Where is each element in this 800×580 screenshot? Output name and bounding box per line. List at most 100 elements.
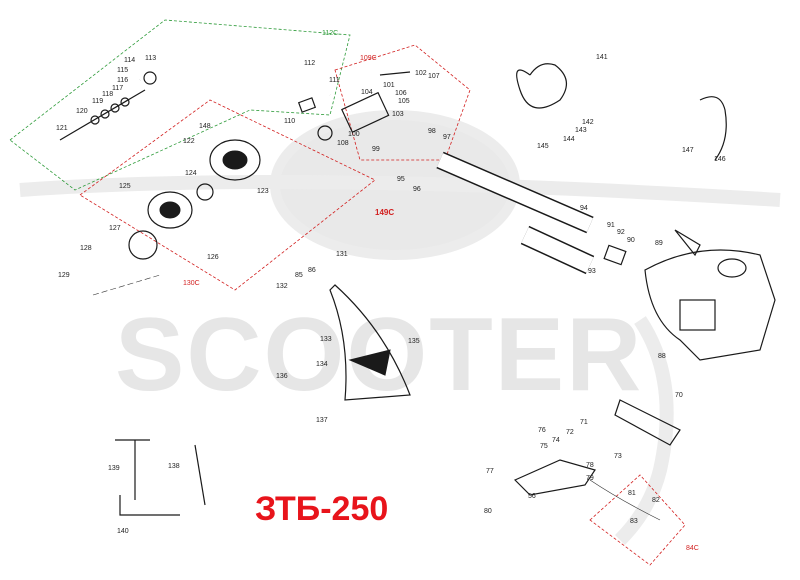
part-number: 95 [397, 176, 405, 183]
part-number: 121 [56, 125, 68, 132]
part-number: 108 [337, 140, 349, 147]
part-number: 88 [658, 353, 666, 360]
blade-hub [92, 230, 161, 296]
part-number: 105 [398, 98, 410, 105]
part-number: 124 [185, 170, 197, 177]
part-number: 110 [284, 118, 295, 125]
part-number: 78 [586, 462, 594, 469]
model-title: ЗТБ-250 [255, 490, 388, 528]
part-number: 106 [395, 90, 407, 97]
part-number: 119 [92, 98, 103, 105]
part-number: 120 [76, 108, 88, 115]
part-number: 74 [552, 437, 560, 444]
part-number: 79 [586, 475, 594, 482]
engine [644, 229, 776, 361]
part-number: 99 [372, 146, 380, 153]
group-112c-outline [9, 19, 351, 191]
part-number: 143 [575, 127, 587, 134]
part-number: 135 [408, 338, 420, 345]
drive-shaft [436, 151, 627, 275]
part-number: 138 [168, 463, 180, 470]
group-outlines [9, 19, 686, 566]
handle-bar [138, 50, 331, 113]
part-number: 122 [183, 138, 195, 145]
harness [516, 63, 727, 161]
throttle-block [317, 71, 411, 141]
group-labels: 112C 109C 149C 130C 84C [183, 30, 699, 552]
part-number: 85 [295, 272, 303, 279]
blade-guard [329, 284, 411, 401]
part-number: 133 [320, 336, 332, 343]
part-number: 123 [257, 188, 269, 195]
part-number: 102 [415, 70, 427, 77]
group-label-149c: 149C [375, 208, 394, 217]
part-number: 115 [117, 67, 128, 74]
part-number: 86 [308, 267, 316, 274]
part-number: 93 [588, 268, 596, 275]
part-number: 142 [582, 119, 594, 126]
part-number: 92 [617, 229, 625, 236]
group-109c-outline [334, 44, 471, 161]
part-number: 113 [145, 55, 156, 62]
group-label-84c: 84C [686, 545, 699, 552]
part-number: 147 [682, 147, 694, 154]
control-handle [513, 399, 681, 521]
part-number: 94 [580, 205, 588, 212]
part-number: 127 [109, 225, 121, 232]
part-number: 89 [655, 240, 663, 247]
group-149c-outline [79, 99, 376, 291]
part-callouts: 56 70 71 72 73 74 75 76 77 78 79 80 81 8… [56, 54, 726, 535]
part-number: 96 [413, 186, 421, 193]
part-number: 77 [486, 468, 494, 475]
part-number: 103 [392, 111, 404, 118]
part-number: 140 [117, 528, 129, 535]
part-number: 100 [348, 131, 360, 138]
part-number: 91 [607, 222, 615, 229]
part-number: 75 [540, 443, 548, 450]
tools [115, 439, 206, 516]
part-number: 129 [58, 272, 70, 279]
part-number: 80 [484, 508, 492, 515]
part-number: 107 [428, 73, 440, 80]
part-number: 148 [199, 123, 211, 130]
part-number: 116 [117, 77, 128, 84]
part-number: 112 [304, 60, 315, 67]
part-number: 134 [316, 361, 328, 368]
spool-head-upper [196, 139, 261, 201]
part-number: 126 [207, 254, 219, 261]
part-number: 104 [361, 89, 373, 96]
part-number: 97 [443, 134, 451, 141]
part-number: 144 [563, 136, 575, 143]
part-number: 136 [276, 373, 288, 380]
part-number: 70 [675, 392, 683, 399]
part-number: 128 [80, 245, 92, 252]
part-number: 125 [119, 183, 131, 190]
part-number: 83 [630, 518, 638, 525]
part-number: 98 [428, 128, 436, 135]
part-number: 101 [383, 82, 395, 89]
part-number: 118 [102, 91, 113, 98]
part-number: 132 [276, 283, 288, 290]
part-number: 139 [108, 465, 120, 472]
part-number: 141 [596, 54, 608, 61]
group-label-109c: 109C [360, 55, 377, 62]
part-number: 56 [528, 493, 536, 500]
part-number: 111 [329, 77, 340, 84]
spool-head-lower [147, 191, 193, 229]
part-number: 82 [652, 497, 660, 504]
part-number: 114 [124, 57, 135, 64]
part-number: 76 [538, 427, 546, 434]
part-number: 71 [580, 419, 588, 426]
left-handle-parts [59, 71, 157, 141]
part-number: 137 [316, 417, 328, 424]
part-number: 131 [336, 251, 348, 258]
part-number: 146 [714, 156, 726, 163]
part-number: 81 [628, 490, 636, 497]
part-number: 90 [627, 237, 635, 244]
part-number: 72 [566, 429, 574, 436]
group-label-112c: 112C [322, 30, 338, 37]
group-84c-outline [589, 474, 686, 566]
part-number: 145 [537, 143, 549, 150]
group-label-130c: 130C [183, 280, 200, 287]
